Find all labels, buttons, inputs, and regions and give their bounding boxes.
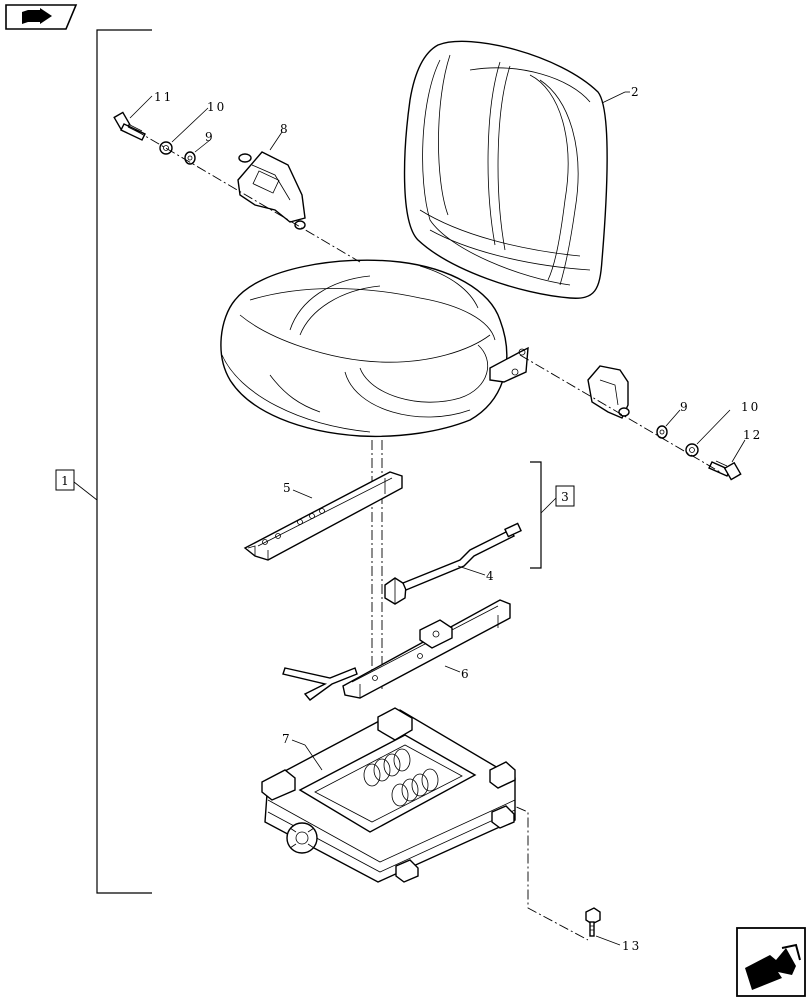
callout-10-left: 10 [207, 100, 226, 114]
callout-7: 7 [282, 732, 292, 746]
seat-cushion [220, 259, 529, 438]
spring-coils [363, 748, 439, 807]
svg-text:3: 3 [561, 490, 569, 504]
next-page-arrow-icon[interactable] [736, 927, 806, 997]
bolt-11 [113, 111, 146, 141]
assembly-bracket [73, 29, 152, 894]
bolt-12 [708, 460, 742, 481]
slide-rail-lower [282, 599, 511, 701]
svg-text:1: 1 [61, 474, 69, 488]
book-arrow-icon[interactable] [5, 4, 78, 30]
slide-rail-upper [243, 471, 403, 561]
belt-buckle-right [587, 365, 630, 419]
callout-13: 13 [622, 939, 641, 953]
belt-buckle-left [237, 151, 306, 230]
callout-6: 6 [461, 667, 471, 681]
washer-10-left [159, 141, 173, 155]
callout-3: 3 [555, 485, 575, 507]
subassembly-bracket [530, 461, 557, 569]
adjusting-lever [384, 522, 522, 605]
callout-10-right: 10 [741, 400, 760, 414]
callout-9-left: 9 [205, 130, 215, 144]
screw-13 [585, 907, 601, 937]
washer-10-right [685, 443, 699, 457]
callout-1: 1 [55, 469, 75, 491]
suspension-base [261, 707, 516, 883]
callout-11: 11 [154, 90, 173, 104]
callout-4: 4 [486, 569, 496, 583]
callout-5: 5 [283, 481, 293, 495]
callout-12: 12 [743, 428, 762, 442]
seat-back [403, 40, 608, 299]
washer-9-right [656, 425, 668, 439]
weight-adjust-knob [286, 822, 318, 854]
callout-9-right: 9 [680, 400, 690, 414]
callout-2: 2 [631, 85, 641, 99]
callout-8: 8 [280, 122, 290, 136]
